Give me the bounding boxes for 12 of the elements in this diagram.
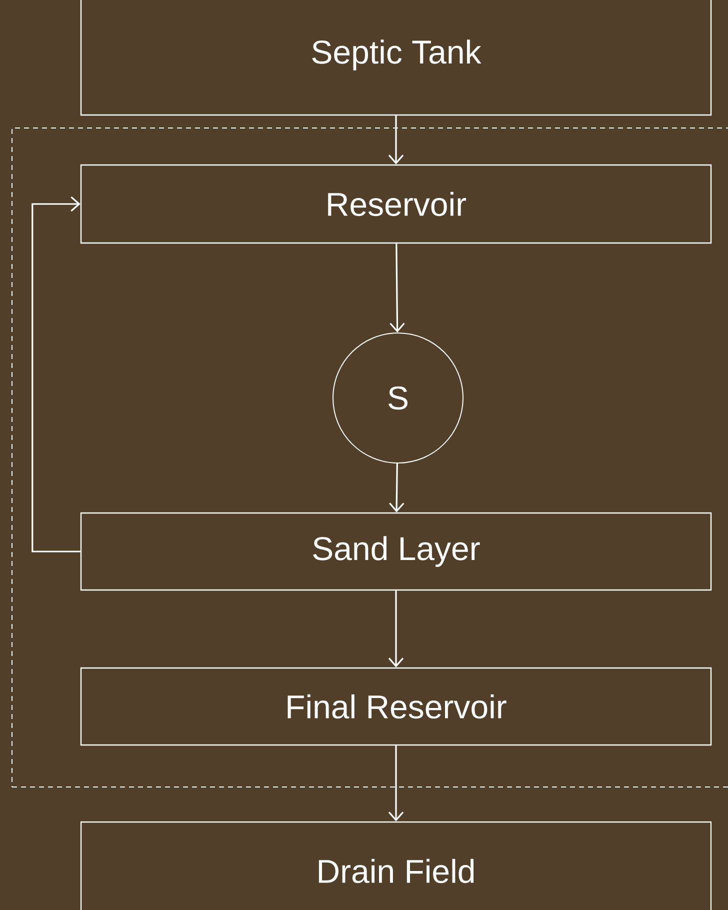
- arrow: [388, 590, 404, 668]
- process-box: Sand Layer: [80, 512, 712, 591]
- arrow: [388, 116, 404, 164]
- process-box: Final Reservoir: [80, 667, 712, 746]
- dashed-boundary-box: [12, 128, 728, 788]
- arrow: [388, 746, 404, 822]
- process-box: Drain Field: [80, 821, 712, 910]
- arrow: [390, 244, 405, 332]
- process-box: Septic Tank: [80, 0, 712, 116]
- arrow: [32, 196, 80, 552]
- arrow: [389, 463, 404, 512]
- process-box: Reservoir: [80, 164, 712, 244]
